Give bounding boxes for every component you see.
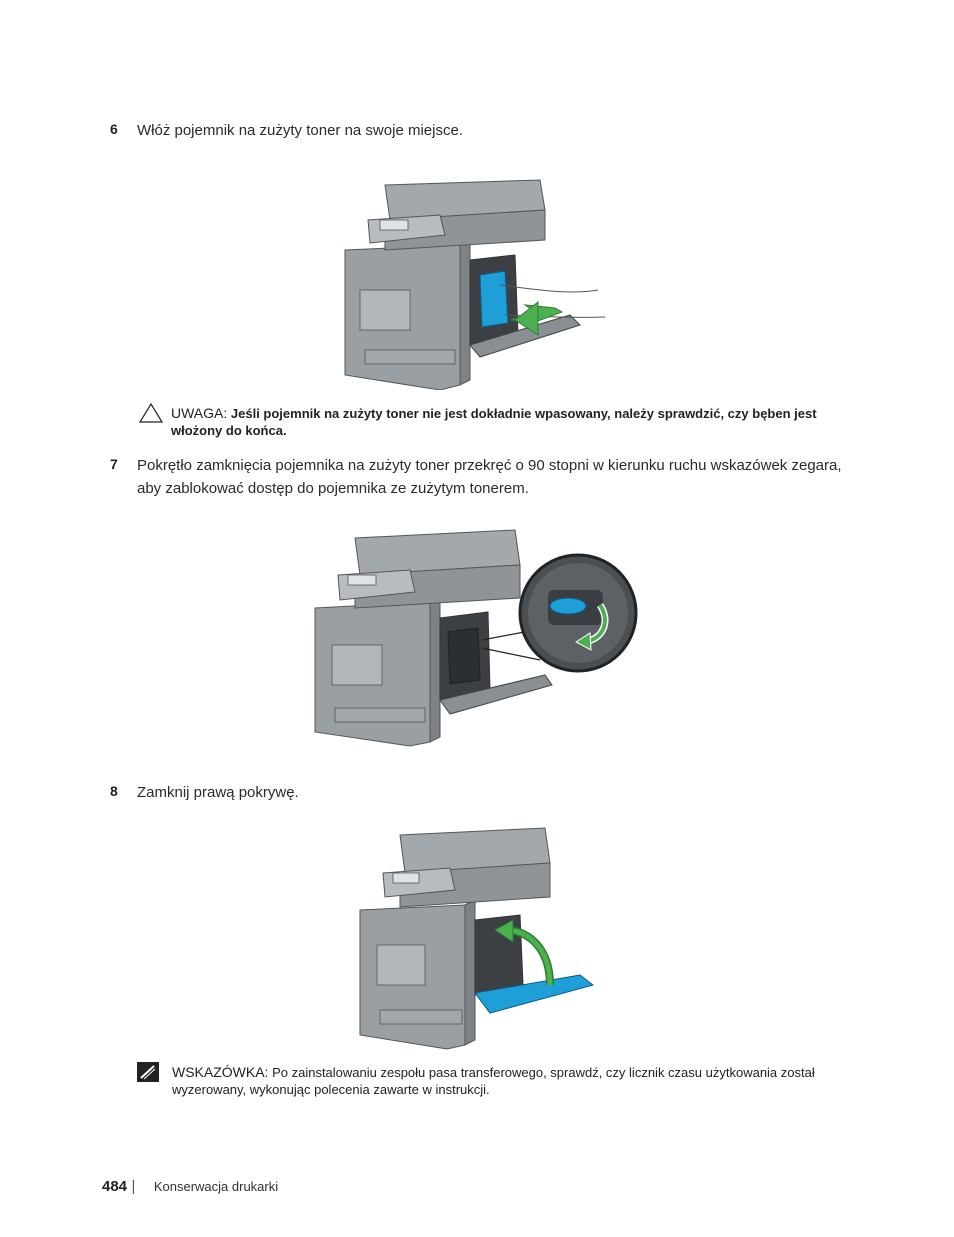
step-7-number: 7 bbox=[110, 456, 118, 472]
caution-text: Jeśli pojemnik na zużyty toner nie jest … bbox=[171, 406, 817, 438]
tip-note: WSKAZÓWKA: Po zainstalowaniu zespołu pas… bbox=[172, 1064, 852, 1098]
printer-illustration-insert-toner-box bbox=[344, 179, 606, 390]
tip-label: WSKAZÓWKA: bbox=[172, 1064, 269, 1080]
warning-triangle-icon bbox=[139, 403, 163, 423]
footer-section-title: Konserwacja drukarki bbox=[153, 1179, 279, 1194]
step-7-text: Pokrętło zamknięcia pojemnika na zużyty … bbox=[137, 457, 842, 497]
step-6-text: Włóż pojemnik na zużyty toner na swoje m… bbox=[137, 122, 463, 139]
tip-text: Po zainstalowaniu zespołu pasa transfero… bbox=[172, 1065, 815, 1097]
step-8-text: Zamknij prawą pokrywę. bbox=[137, 784, 299, 801]
step-8-number: 8 bbox=[110, 783, 118, 799]
footer-separator: | bbox=[131, 1178, 136, 1195]
printer-illustration-rotate-lock-knob bbox=[314, 529, 638, 747]
step-6-number: 6 bbox=[110, 121, 118, 137]
printer-illustration-close-right-cover bbox=[359, 827, 595, 1050]
caution-label: UWAGA: bbox=[171, 405, 228, 421]
footer: 484 | Konserwacja drukarki bbox=[102, 1178, 278, 1196]
caution-note: UWAGA: Jeśli pojemnik na zużyty toner ni… bbox=[171, 405, 851, 439]
page-number: 484 bbox=[102, 1178, 128, 1195]
pencil-note-icon bbox=[137, 1062, 159, 1082]
